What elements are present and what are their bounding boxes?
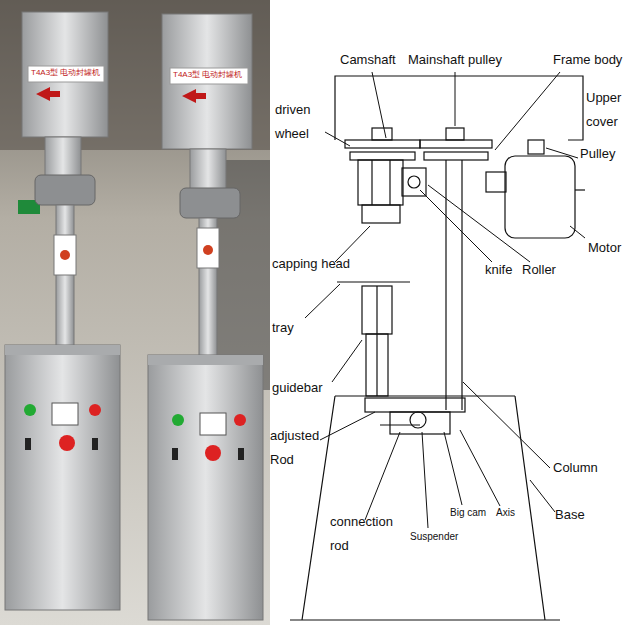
machine-sign: T4A3型 电动封罐机	[172, 70, 243, 80]
part-label: Base	[555, 503, 585, 527]
part-label: knife	[485, 258, 512, 282]
part-label: Column	[553, 456, 598, 480]
part-label: Mainshaft pulley	[408, 48, 502, 72]
part-label: adjusted Rod	[270, 424, 330, 472]
part-label: Pulley	[580, 142, 615, 166]
part-label: Roller	[522, 258, 556, 282]
part-label: Frame body	[553, 48, 622, 72]
machine-drawing	[270, 0, 640, 625]
part-label: Axis	[496, 506, 515, 519]
part-label: guidebar	[272, 376, 323, 400]
leader-lines	[305, 72, 585, 528]
part-label: Camshaft	[340, 48, 396, 72]
photo	[0, 0, 270, 625]
part-label: driven wheel	[275, 98, 325, 146]
part-label: tray	[272, 316, 294, 340]
part-label: Suspender	[410, 530, 458, 543]
part-label: Motor	[588, 236, 621, 260]
machine-sign: T4A3型 电动封罐机	[30, 68, 101, 78]
part-label: capping head	[272, 252, 350, 276]
part-label: Big cam	[450, 506, 486, 519]
part-label: connection rod	[330, 510, 408, 558]
part-label: Upper cover	[586, 86, 634, 134]
